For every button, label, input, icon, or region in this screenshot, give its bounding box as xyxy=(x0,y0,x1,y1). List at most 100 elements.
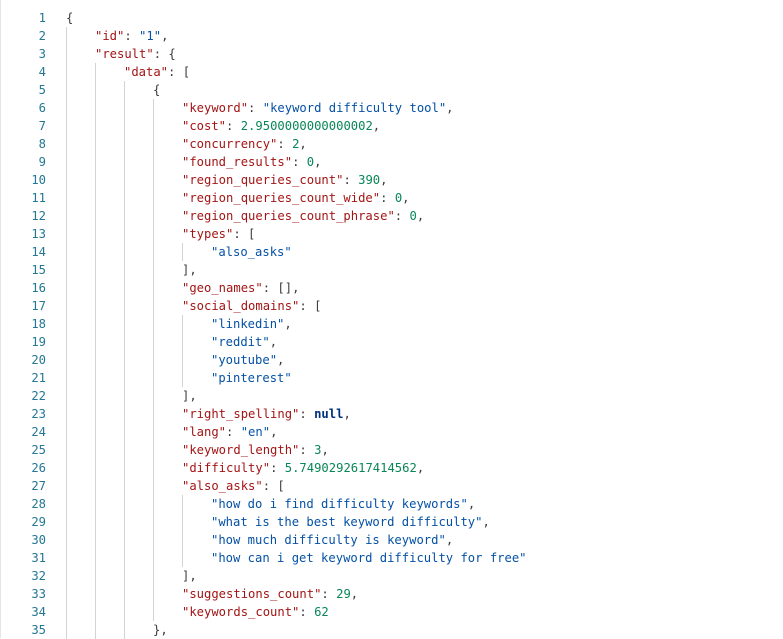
line-number: 29 xyxy=(31,515,46,529)
indent-guide xyxy=(95,387,96,405)
json-punctuation: , xyxy=(372,119,381,133)
code-line[interactable]: 16"geo_names": [], xyxy=(1,279,783,297)
code-line[interactable]: 21"pinterest" xyxy=(1,369,783,387)
indent-guide xyxy=(66,387,67,405)
code-line[interactable]: 35}, xyxy=(1,621,783,639)
code-line[interactable]: 31"how can i get keyword difficulty for … xyxy=(1,549,783,567)
indent-guide xyxy=(124,567,125,585)
code-line[interactable]: 22], xyxy=(1,387,783,405)
indent-guide xyxy=(153,297,154,315)
code-line[interactable]: 10"region_queries_count": 390, xyxy=(1,171,783,189)
indent-guide xyxy=(66,171,67,189)
json-punctuation: }, xyxy=(153,623,168,637)
code-line[interactable]: 2"id": "1", xyxy=(1,27,783,45)
indent-guide xyxy=(153,279,154,297)
indent-guide xyxy=(124,549,125,567)
json-punctuation: : [], xyxy=(262,281,300,295)
indent-guide xyxy=(95,135,96,153)
indent-guide xyxy=(66,315,67,333)
indent-guide xyxy=(95,261,96,279)
json-punctuation: : xyxy=(299,443,315,457)
code-line[interactable]: 13"types": [ xyxy=(1,225,783,243)
code-line[interactable]: 9"found_results": 0, xyxy=(1,153,783,171)
json-key: "right_spelling" xyxy=(182,407,300,421)
line-number: 25 xyxy=(31,443,46,457)
json-key: "concurrency" xyxy=(182,137,278,151)
line-number: 22 xyxy=(31,389,46,403)
indent-guide xyxy=(95,495,96,513)
json-key: "lang" xyxy=(182,425,227,439)
json-string: "how much difficulty is keyword" xyxy=(211,533,446,547)
code-text: "linkedin", xyxy=(211,315,292,333)
indent-guide xyxy=(66,45,67,63)
code-line[interactable]: 15], xyxy=(1,261,783,279)
code-line[interactable]: 18"linkedin", xyxy=(1,315,783,333)
indent-guide xyxy=(153,477,154,495)
code-line[interactable]: 32], xyxy=(1,567,783,585)
json-number: 390 xyxy=(358,173,381,187)
json-punctuation: , xyxy=(416,461,425,475)
code-line[interactable]: 14"also_asks" xyxy=(1,243,783,261)
code-line[interactable]: 1{ xyxy=(1,9,783,27)
code-line[interactable]: 23"right_spelling": null, xyxy=(1,405,783,423)
code-line[interactable]: 11"region_queries_count_wide": 0, xyxy=(1,189,783,207)
json-key: "also_asks" xyxy=(182,479,263,493)
code-line[interactable]: 30"how much difficulty is keyword", xyxy=(1,531,783,549)
json-key: "keyword_length" xyxy=(182,443,300,457)
line-number: 33 xyxy=(31,587,46,601)
code-text: { xyxy=(153,81,160,99)
line-number: 2 xyxy=(38,29,46,43)
code-line[interactable]: 27"also_asks": [ xyxy=(1,477,783,495)
code-line[interactable]: 17"social_domains": [ xyxy=(1,297,783,315)
indent-guide xyxy=(182,495,183,513)
code-line[interactable]: 33"suggestions_count": 29, xyxy=(1,585,783,603)
code-line[interactable]: 3"result": { xyxy=(1,45,783,63)
json-punctuation: ], xyxy=(182,263,197,277)
json-string: "how do i find difficulty keywords" xyxy=(211,497,468,511)
indent-guide xyxy=(124,513,125,531)
indent-guide xyxy=(95,99,96,117)
code-line[interactable]: 12"region_queries_count_phrase": 0, xyxy=(1,207,783,225)
indent-guide xyxy=(66,117,67,135)
code-line[interactable]: 25"keyword_length": 3, xyxy=(1,441,783,459)
code-line[interactable]: 4"data": [ xyxy=(1,63,783,81)
indent-guide xyxy=(66,27,67,45)
code-line[interactable]: 6"keyword": "keyword difficulty tool", xyxy=(1,99,783,117)
code-line[interactable]: 28"how do i find difficulty keywords", xyxy=(1,495,783,513)
line-number: 27 xyxy=(31,479,46,493)
indent-guide xyxy=(124,243,125,261)
indent-guide xyxy=(153,531,154,549)
indent-guide xyxy=(153,171,154,189)
indent-guide xyxy=(182,243,183,261)
json-number: 2 xyxy=(292,137,300,151)
indent-guide xyxy=(95,297,96,315)
code-line[interactable]: 20"youtube", xyxy=(1,351,783,369)
code-line[interactable]: 34"keywords_count": 62 xyxy=(1,603,783,621)
indent-guide xyxy=(95,585,96,603)
line-number: 4 xyxy=(38,65,46,79)
indent-guide xyxy=(95,243,96,261)
code-line[interactable]: 5{ xyxy=(1,81,783,99)
indent-guide xyxy=(124,369,125,387)
code-line[interactable]: 26"difficulty": 5.7490292617414562, xyxy=(1,459,783,477)
code-line[interactable]: 19"reddit", xyxy=(1,333,783,351)
json-punctuation: , xyxy=(416,209,425,223)
code-line[interactable]: 8"concurrency": 2, xyxy=(1,135,783,153)
line-number: 16 xyxy=(31,281,46,295)
code-text: "social_domains": [ xyxy=(182,297,321,315)
json-key: "keywords_count" xyxy=(182,605,300,619)
json-punctuation: , xyxy=(402,191,410,205)
indent-guide xyxy=(66,351,67,369)
indent-guide xyxy=(66,135,67,153)
code-line[interactable]: 29"what is the best keyword difficulty", xyxy=(1,513,783,531)
json-key: "region_queries_count_wide" xyxy=(182,191,381,205)
code-line[interactable]: 7"cost": 2.9500000000000002, xyxy=(1,117,783,135)
line-number: 8 xyxy=(38,137,46,151)
code-line[interactable]: 24"lang": "en", xyxy=(1,423,783,441)
indent-guide xyxy=(95,369,96,387)
json-key: "region_queries_count" xyxy=(182,173,344,187)
indent-guide xyxy=(66,63,67,81)
indent-guide xyxy=(124,153,125,171)
code-text: "keywords_count": 62 xyxy=(182,603,329,621)
